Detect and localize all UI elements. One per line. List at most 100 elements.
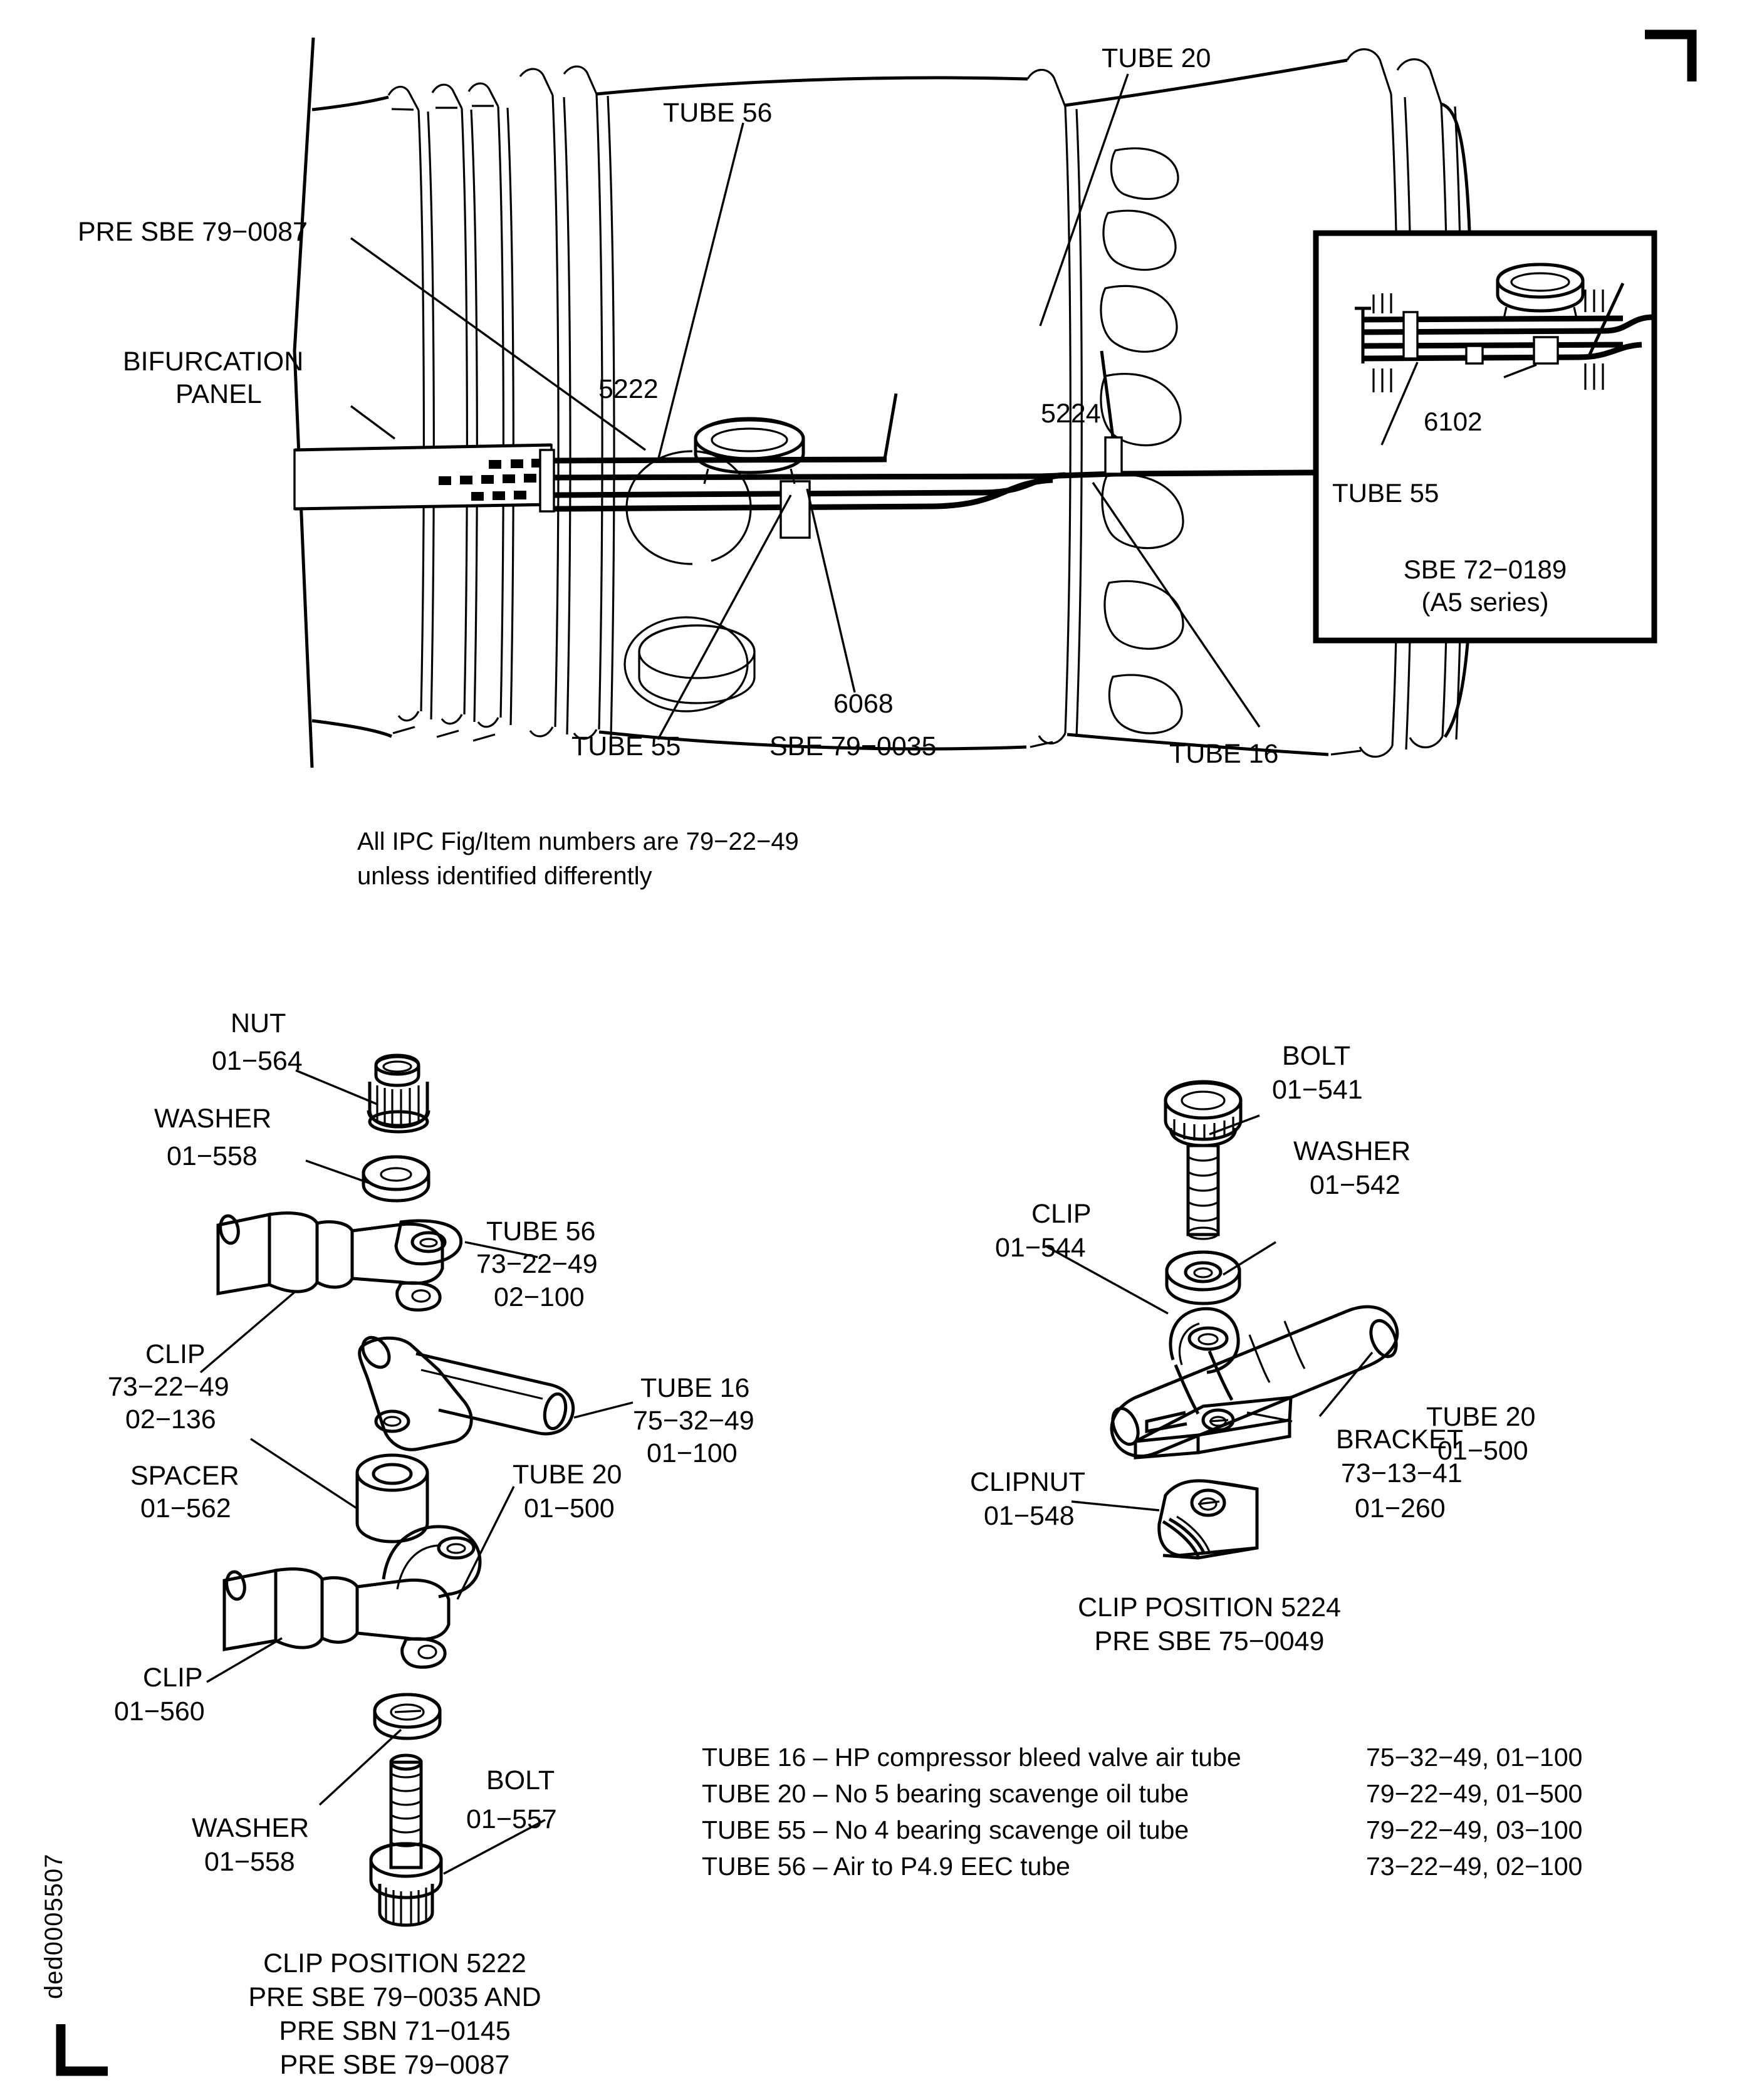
label-nut-name: NUT: [231, 1008, 286, 1038]
label-washer-top-item: 01−558: [167, 1141, 258, 1171]
label-tube16-item: 01−100: [647, 1438, 738, 1468]
tube-20-run: [551, 477, 1053, 512]
part-clip-tube20: [222, 1525, 482, 1669]
label-tube56-fig: 73−22−49: [476, 1249, 598, 1279]
left-caption-line-1: CLIP POSITION 5222: [263, 1948, 526, 1978]
engine-nacelle-outline: [293, 37, 1474, 768]
part-clipnut-01-548: [1157, 1479, 1259, 1560]
callout-tube-56: TUBE 56: [663, 98, 773, 128]
inset-title-line1: SBE 72−0189: [1403, 555, 1567, 584]
inset-tube-d: [1362, 342, 1642, 362]
label-clip-bottom-item: 01−560: [114, 1696, 205, 1726]
inset-clip-1: [1402, 311, 1419, 360]
clip-6068: [780, 480, 811, 539]
label-tube56-item: 02−100: [494, 1282, 585, 1312]
part-bracket-73-13-41: [1134, 1396, 1293, 1460]
drawing-code: ded0005507: [40, 1853, 68, 1999]
inset-boss: [1496, 263, 1585, 319]
label-tube56-name: TUBE 56: [486, 1216, 596, 1246]
inset-item-6102: 6102: [1424, 407, 1483, 436]
label-clipnut-name: CLIPNUT: [970, 1467, 1085, 1497]
tube-16-run: [551, 469, 1317, 481]
inset-tube-a: [1362, 315, 1624, 323]
inset-callout-tube-55: TUBE 55: [1332, 478, 1439, 508]
part-nut-01-564: [367, 1053, 430, 1134]
legend-row-0-tube: TUBE 16 – HP compressor bleed valve air …: [702, 1743, 1241, 1772]
engine-leader-lines: [350, 73, 1261, 740]
right-caption-line-2: PRE SBE 75−0049: [1094, 1626, 1325, 1656]
label-spacer-item: 01−562: [140, 1493, 231, 1523]
callout-item-6068: 6068: [833, 689, 894, 719]
callout-position-5222: 5222: [598, 374, 659, 404]
exploded-right-assembly: [1045, 1080, 1399, 1560]
ipc-note-line2: unless identified differently: [357, 862, 652, 890]
left-caption-line-2: PRE SBE 79−0035 AND: [248, 1982, 541, 2012]
label-bolt-left-name: BOLT: [486, 1765, 555, 1795]
tube-boss: [694, 417, 805, 484]
label-clip-right-item: 01−544: [995, 1233, 1086, 1263]
clip-5224: [1104, 436, 1123, 475]
legend-row-2-tube: TUBE 55 – No 4 bearing scavenge oil tube: [702, 1815, 1189, 1844]
inset-tube-c: [1362, 342, 1624, 349]
label-bracket-name: BRACKET: [1336, 1424, 1464, 1455]
part-clip-544-tube20: [1110, 1305, 1399, 1458]
label-nut-item: 01−564: [212, 1046, 303, 1076]
part-bolt-01-557: [369, 1753, 443, 1927]
callout-pre-sbe-79-0087: PRE SBE 79−0087: [78, 217, 308, 247]
callout-tube-20: TUBE 20: [1102, 43, 1211, 73]
label-clip-right-name: CLIP: [1031, 1199, 1092, 1229]
legend-row-3-tube: TUBE 56 – Air to P4.9 EEC tube: [702, 1852, 1070, 1881]
label-tube20-left-name: TUBE 20: [513, 1460, 622, 1490]
label-tube20-right-item: 01−500: [1437, 1436, 1528, 1466]
label-clip-bottom-name: CLIP: [143, 1663, 203, 1693]
ipc-note-line1: All IPC Fig/Item numbers are 79−22−49: [357, 828, 799, 855]
label-washer-top-name: WASHER: [154, 1104, 272, 1134]
clip-5222: [539, 449, 555, 513]
part-washer-01-558-bottom: [373, 1693, 442, 1740]
label-clip-top-item: 02−136: [125, 1404, 216, 1434]
label-bolt-left-item: 01−557: [466, 1804, 557, 1834]
bifurcation-panel: [293, 443, 553, 511]
exploded-left-leaders: [199, 1069, 634, 1875]
callout-tube-55: TUBE 55: [571, 731, 681, 761]
legend-row-3-ref: 73−22−49, 02−100: [1366, 1852, 1583, 1881]
tube-run-group: [539, 350, 1317, 539]
left-caption-line-3: PRE SBN 71−0145: [279, 2016, 511, 2046]
part-bolt-01-541: [1164, 1080, 1243, 1240]
callout-tube-16: TUBE 16: [1169, 739, 1279, 769]
part-spacer-01-562: [355, 1453, 429, 1544]
callout-bifurcation-line2: PANEL: [175, 379, 262, 409]
label-clip-top-fig: 73−22−49: [108, 1372, 229, 1402]
part-washer-01-542: [1165, 1250, 1241, 1305]
label-tube16-fig: 75−32−49: [633, 1406, 754, 1436]
legend-row-1-ref: 79−22−49, 01−500: [1366, 1779, 1583, 1808]
label-washer-bottom-item: 01−558: [204, 1847, 295, 1877]
exploded-right-leaders: [1045, 1114, 1374, 1512]
label-clip-top-name: CLIP: [145, 1339, 206, 1369]
right-caption-line-1: CLIP POSITION 5224: [1078, 1592, 1341, 1622]
label-spacer-name: SPACER: [130, 1461, 239, 1491]
label-bolt-right-name: BOLT: [1282, 1041, 1351, 1071]
tube-56-run: [551, 456, 887, 464]
panel-hatch: [439, 459, 544, 501]
label-bracket-item: 01−260: [1355, 1493, 1446, 1523]
corner-mark-top-right: [1645, 29, 1697, 81]
legend-row-0-ref: 75−32−49, 01−100: [1366, 1743, 1583, 1772]
label-bolt-right-item: 01−541: [1272, 1075, 1363, 1105]
legend-row-1-tube: TUBE 20 – No 5 bearing scavenge oil tube: [702, 1779, 1189, 1808]
exploded-left-assembly: [199, 1053, 634, 1927]
left-caption-line-4: PRE SBE 79−0087: [279, 2050, 510, 2080]
label-clipnut-item: 01−548: [984, 1501, 1075, 1531]
inset-clip-2: [1465, 345, 1484, 365]
inset-box: [1313, 230, 1657, 644]
label-washer-right-item: 01−542: [1310, 1170, 1400, 1200]
label-washer-right-name: WASHER: [1293, 1136, 1411, 1166]
inset-clip-3: [1533, 336, 1559, 365]
label-tube20-left-item: 01−500: [524, 1493, 615, 1523]
callout-position-5224: 5224: [1041, 399, 1101, 429]
part-washer-01-558-top: [362, 1155, 430, 1203]
callout-bifurcation-line1: BIFURCATION: [123, 347, 304, 377]
legend-row-2-ref: 79−22−49, 03−100: [1366, 1815, 1583, 1844]
